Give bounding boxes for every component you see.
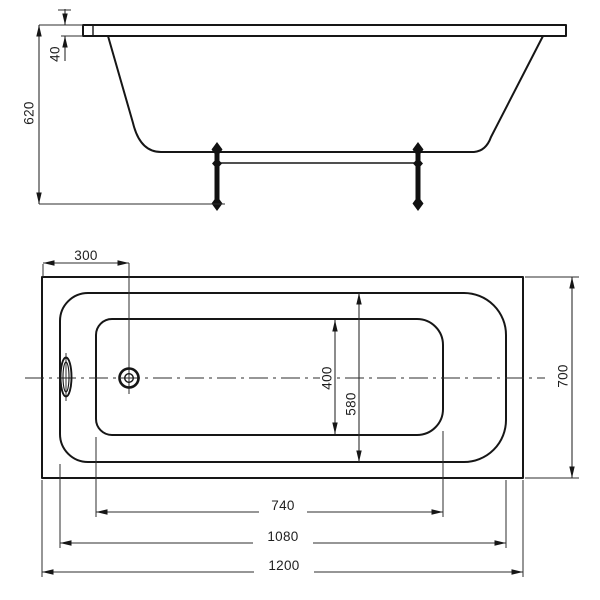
dimension-rim-thickness: 40 [48, 9, 83, 62]
plan-view: 300 400 580 700 740 [25, 248, 579, 577]
dimension-drain-offset: 300 [42, 248, 129, 277]
dimension-label-580: 580 [344, 392, 359, 415]
basin-rim-outline [59, 292, 507, 463]
dimension-overall-length: 1200 [41, 480, 524, 577]
dimension-label-400: 400 [320, 366, 335, 389]
dimension-basin-floor-length: 740 [95, 431, 444, 517]
overflow-symbol [59, 353, 73, 401]
dimension-basin-rim-width: 580 [344, 293, 362, 462]
leg-rail-nut [413, 158, 423, 169]
dimension-basin-rim-length: 1080 [59, 464, 507, 548]
dimension-overall-height: 620 [22, 24, 225, 205]
leg-foot [412, 196, 424, 211]
leg-top-fastener [211, 142, 223, 157]
side-elevation-view: 620 40 [22, 9, 567, 211]
dimension-label-1200: 1200 [268, 558, 299, 573]
tub-rim-profile [82, 24, 567, 37]
support-leg-right [412, 142, 424, 211]
dimension-basin-floor-width: 400 [320, 320, 338, 434]
dimension-label-700: 700 [556, 364, 571, 387]
dimension-label-40: 40 [48, 46, 63, 62]
leg-top-fastener [412, 142, 424, 157]
drain-symbol [118, 263, 140, 394]
dimension-overall-width: 700 [525, 276, 579, 479]
dimension-label-620: 620 [22, 101, 37, 124]
dimension-label-300: 300 [74, 248, 97, 263]
leg-rail-nut [212, 158, 222, 169]
basin-floor-outline [95, 318, 444, 436]
tub-shell-profile [107, 35, 544, 153]
dimension-label-740: 740 [271, 498, 294, 513]
dimension-label-1080: 1080 [267, 529, 298, 544]
